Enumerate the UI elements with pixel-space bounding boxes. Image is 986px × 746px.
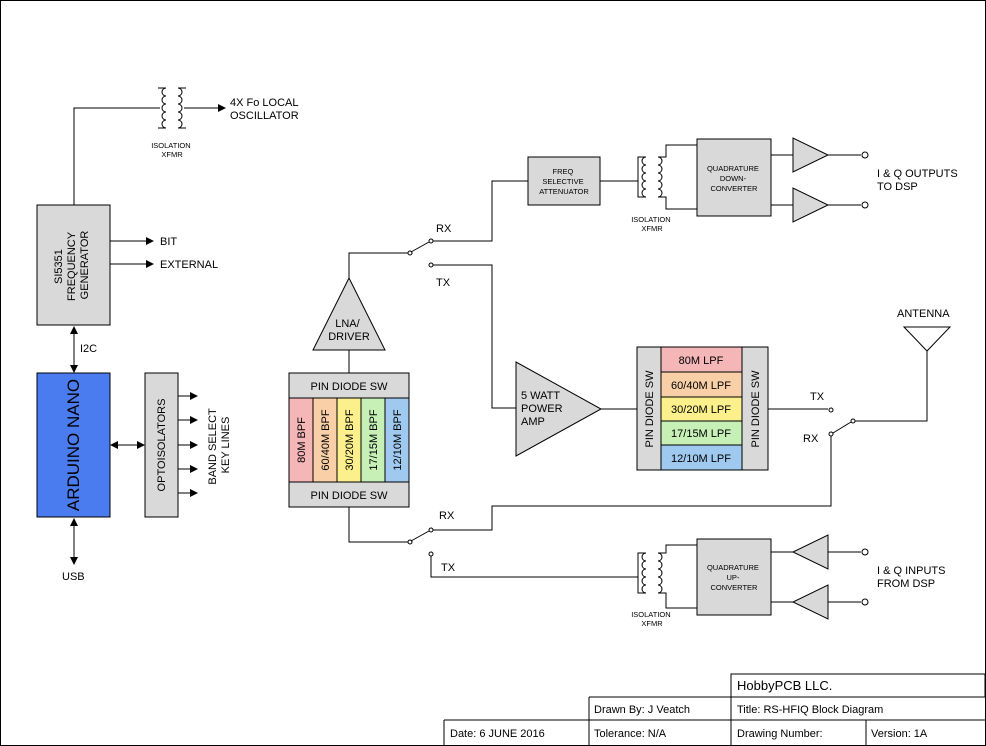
iso-rx-label: ISOLATION XFMR — [631, 215, 673, 233]
usb-arrow-down — [70, 557, 78, 565]
bpf-17-15 — [360, 397, 386, 483]
si5351-label: SI5351 FREQUENCY GENERATOR — [53, 229, 91, 301]
drawing-number: Drawing Number: — [737, 728, 823, 740]
i-out-terminal — [861, 151, 869, 159]
lpf-sw-right-label: PIN DIODE SW — [750, 370, 762, 448]
freq-attenuator-block — [527, 156, 601, 206]
bpf-30-20-label: 30/20M BPF — [344, 409, 356, 470]
si5351-block — [36, 204, 111, 326]
title-block — [443, 673, 986, 745]
usb-label: USB — [62, 571, 85, 583]
antenna-wire — [855, 351, 928, 422]
antenna-symbol — [902, 326, 952, 352]
lo-out-arrow — [218, 104, 226, 112]
opto-arrow-right — [137, 441, 145, 449]
lpf-60-40-label: 60/40M LPF — [671, 380, 731, 392]
lpf-80 — [660, 346, 743, 373]
external-arrow — [146, 260, 154, 268]
rx-from-antenna-wire — [433, 436, 832, 531]
tx-ant-label: TX — [810, 391, 825, 403]
i2c-arrow-down — [70, 365, 78, 373]
bit-arrow — [146, 237, 154, 245]
arduino-nano-block — [36, 372, 111, 518]
lpf-12-10 — [660, 444, 743, 471]
bpf-to-bottom-switch — [348, 507, 410, 543]
i2c-arrow-up — [70, 326, 78, 334]
lo-wire — [73, 107, 160, 205]
i2c-label: I2C — [80, 343, 97, 355]
quc-label: QUADRATURE UP- CONVERTER — [707, 563, 761, 592]
iq-in-label: I & Q INPUTS FROM DSP — [877, 565, 949, 590]
power-amp-triangle — [515, 361, 603, 457]
quadrature-downconverter-block — [696, 138, 772, 217]
bpf-12-10-label: 12/10M BPF — [392, 409, 404, 470]
i-in-terminal — [861, 548, 869, 556]
pa-label: 5 WATT POWER AMP — [521, 390, 566, 428]
iso-top-label: ISOLATION XFMR — [151, 141, 193, 159]
pin-diode-sw-top — [288, 372, 410, 399]
drawn-by: Drawn By: J Veatch — [594, 704, 690, 716]
optoisolators-block — [144, 372, 179, 518]
tx-from-upconverter-wire — [430, 556, 635, 578]
bpf-80-label: 80M BPF — [296, 417, 308, 463]
usb-arrow-up — [70, 518, 78, 526]
key-line-arrows — [178, 392, 198, 497]
bpf-60-40-label: 60/40M BPF — [320, 409, 332, 470]
rx-to-attenuator — [433, 180, 528, 242]
rx-tx-switch-top — [407, 238, 434, 268]
antenna-switch — [828, 407, 856, 437]
tx-to-pa — [433, 264, 516, 409]
lo-output-label: 4X Fo LOCAL OSCILLATOR — [230, 97, 301, 122]
q-out-amp — [792, 187, 830, 223]
tx-isolation-transformer — [635, 544, 697, 609]
tx-bottom-label: TX — [441, 562, 456, 574]
opto-label: OPTOISOLATORS — [156, 399, 168, 492]
quadrature-upconverter-block — [696, 538, 772, 616]
lpf-12-10-label: 12/10M LPF — [671, 453, 731, 465]
lpf-17-15 — [660, 420, 743, 446]
rx-ant-label: RX — [803, 433, 819, 445]
pin-sw-top-label: PIN DIODE SW — [310, 381, 388, 393]
external-label: EXTERNAL — [160, 259, 218, 271]
antenna-label: ANTENNA — [897, 308, 950, 320]
drawing-date: Date: 6 JUNE 2016 — [450, 728, 545, 740]
lna-to-switch — [348, 252, 410, 278]
iq-out-label: I & Q OUTPUTS TO DSP — [877, 168, 961, 193]
version: Version: 1A — [871, 728, 928, 740]
iso-tx-label: ISOLATION XFMR — [631, 610, 673, 628]
arduino-label: ARDUINO NANO — [64, 379, 83, 511]
rx-tx-switch-bottom — [407, 527, 434, 557]
company-name: HobbyPCB LLC. — [737, 678, 832, 693]
bpf-30-20 — [336, 397, 362, 483]
drawing-title: Title: RS-HFIQ Block Diagram — [737, 704, 883, 716]
bpf-12-10 — [384, 397, 410, 483]
tolerance: Tolerance: N/A — [594, 728, 667, 740]
freq-att-label: FREQ SELECTIVE ATTENUATOR — [539, 167, 589, 196]
opto-arrow-left — [110, 441, 118, 449]
lpf-30-20-label: 30/20M LPF — [671, 404, 731, 416]
q-in-terminal — [861, 598, 869, 606]
q-out-terminal — [861, 201, 869, 209]
pin-sw-bottom-label: PIN DIODE SW — [310, 490, 388, 502]
bpf-17-15-label: 17/15M BPF — [368, 409, 380, 470]
pin-diode-sw-bottom — [288, 481, 410, 508]
tx-top-label: TX — [436, 277, 451, 289]
i-out-amp — [792, 137, 830, 173]
lpf-17-15-label: 17/15M LPF — [671, 428, 731, 440]
lpf-80-label: 80M LPF — [679, 355, 724, 367]
rx-bottom-label: RX — [439, 510, 455, 522]
lo-isolation-transformer — [158, 87, 186, 129]
lpf-60-40 — [660, 371, 743, 398]
band-select-label: BAND SELECT KEY LINES — [207, 405, 232, 484]
lpf-sw-left-label: PIN DIODE SW — [644, 370, 656, 448]
lpf-pin-sw-left — [636, 346, 662, 471]
bit-label: BIT — [160, 236, 177, 248]
rx-isolation-transformer — [635, 144, 697, 210]
qdc-label: QUADRATURE DOWN- CONVERTER — [707, 164, 761, 193]
lna-label: LNA/ DRIVER — [328, 318, 370, 343]
rx-top-label: RX — [436, 223, 452, 235]
